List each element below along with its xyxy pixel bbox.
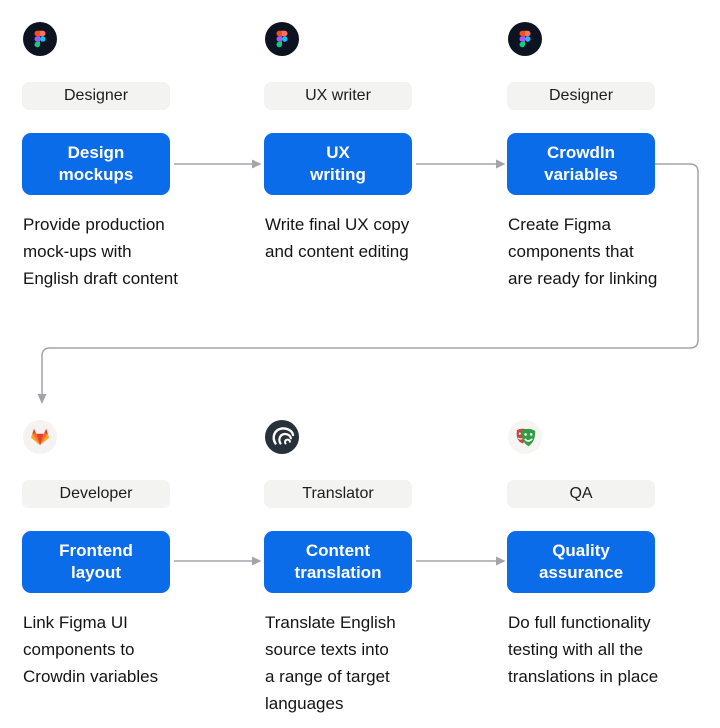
step-content-translation: Translator Content translation Translate… bbox=[264, 420, 436, 728]
step-description: Provide production mock-ups with English… bbox=[23, 215, 178, 288]
step-ux-writing: UX writer UX writing Write final UX copy… bbox=[264, 22, 436, 367]
step-frontend-layout: Developer Frontend layout Link Figma UI … bbox=[22, 420, 194, 728]
step-node-crowdin-variables: CrowdIn variables bbox=[507, 133, 655, 195]
figma-icon bbox=[508, 22, 542, 56]
step-description: Translate English source texts into a ra… bbox=[265, 613, 396, 713]
step-node-ux-writing: UX writing bbox=[264, 133, 412, 195]
role-badge: Developer bbox=[22, 480, 170, 508]
step-node-design-mockups: Design mockups bbox=[22, 133, 170, 195]
step-description: Write final UX copy and content editing bbox=[265, 215, 410, 261]
arrowhead-icon bbox=[252, 556, 262, 566]
step-description: Link Figma UI components to Crowdin vari… bbox=[23, 613, 159, 686]
role-badge: QA bbox=[507, 480, 655, 508]
role-badge: Translator bbox=[264, 480, 412, 508]
arrowhead-icon bbox=[496, 159, 506, 169]
playwright-icon bbox=[508, 420, 542, 454]
step-node-frontend-layout: Frontend layout bbox=[22, 531, 170, 593]
role-badge: Designer bbox=[507, 82, 655, 110]
step-quality-assurance: QA Quality assurance Do full functionali… bbox=[507, 420, 679, 728]
step-description: Do full functionality testing with all t… bbox=[508, 613, 659, 686]
arrowhead-icon bbox=[37, 394, 47, 404]
arrowhead-icon bbox=[252, 159, 262, 169]
arrowhead-icon bbox=[496, 556, 506, 566]
step-node-quality-assurance: Quality assurance bbox=[507, 531, 655, 593]
crowdin-icon bbox=[265, 420, 299, 454]
step-design-mockups: Designer Design mockups Provide producti… bbox=[22, 22, 194, 367]
role-badge: Designer bbox=[22, 82, 170, 110]
role-badge: UX writer bbox=[264, 82, 412, 110]
figma-icon bbox=[23, 22, 57, 56]
step-crowdin-variables: Designer CrowdIn variables Create Figma … bbox=[507, 22, 679, 367]
step-description: Create Figma components that are ready f… bbox=[508, 215, 658, 288]
gitlab-icon bbox=[23, 420, 57, 454]
step-node-content-translation: Content translation bbox=[264, 531, 412, 593]
figma-icon bbox=[265, 22, 299, 56]
